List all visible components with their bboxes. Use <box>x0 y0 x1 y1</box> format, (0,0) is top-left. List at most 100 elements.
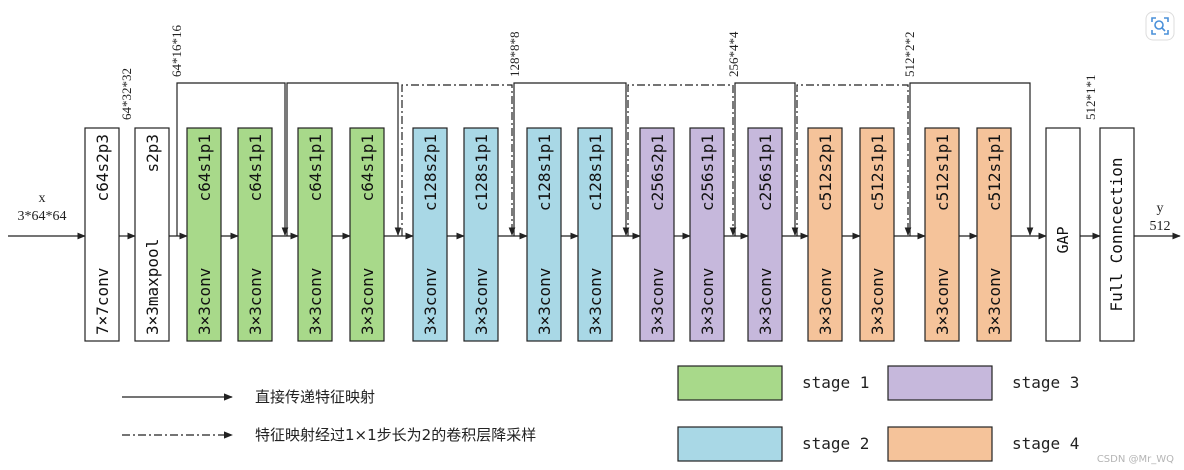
layer-block-label: 3×3conv <box>358 268 377 335</box>
layer-block-label: c128s1p1 <box>586 134 605 211</box>
layer-block-label: 3×3conv <box>195 268 214 335</box>
layer-block-label: c512s2p1 <box>816 134 835 211</box>
layer-block-label: 3×3conv <box>535 268 554 335</box>
layer-block-label: c256s1p1 <box>756 134 775 211</box>
skip-connections <box>176 82 1034 236</box>
layer-block-label: c512s1p1 <box>985 134 1004 211</box>
layer-block-rect <box>1099 127 1135 342</box>
layer-block: 7×7conv c64s2p3 <box>84 127 120 342</box>
legend-item-stage3: stage 3 <box>887 365 1079 401</box>
legend-swatch <box>677 426 783 462</box>
layer-block-label: GAP <box>1054 226 1072 253</box>
layer-block: 3×3conv c128s1p1 <box>577 127 613 342</box>
dim-label-6: 512*1*1 <box>1083 75 1098 121</box>
layer-block-rect <box>859 127 895 342</box>
dim-label-4: 256*4*4 <box>726 31 741 77</box>
legend-dashed-label: 特征映射经过1×1步长为2的卷积层降采样 <box>255 426 536 444</box>
layer-block-label: 3×3conv <box>933 268 952 335</box>
layer-block-rect <box>1045 127 1081 342</box>
layer-block-rect <box>84 127 120 342</box>
layer-block-label: 3×3conv <box>756 268 775 335</box>
dim-label-2: 64*16*16 <box>169 25 184 78</box>
layer-block-rect <box>526 127 562 342</box>
layer-block-rect <box>349 127 385 342</box>
layer-block: GAP <box>1045 127 1081 342</box>
legend-stages: stage 1 stage 3 stage 2 stage 4 <box>677 365 1079 462</box>
layer-block: 3×3conv c64s1p1 <box>297 127 333 342</box>
legend-stage-label: stage 2 <box>802 434 869 453</box>
layer-block-rect <box>297 127 333 342</box>
layer-block-label: c256s2p1 <box>648 134 667 211</box>
dim-label-3: 128*8*8 <box>507 32 522 78</box>
layer-block: 3×3conv c256s1p1 <box>747 127 783 342</box>
layer-block-rect <box>976 127 1012 342</box>
layer-blocks: 7×7conv c64s2p3 3×3maxpool s2p3 3×3conv c64s1… <box>84 127 1135 342</box>
layer-block-label: c64s1p1 <box>306 134 325 201</box>
layer-block-rect <box>689 127 725 342</box>
layer-block-label: 3×3conv <box>648 268 667 335</box>
layer-block-label: 3×3conv <box>816 268 835 335</box>
layer-block-label: 7×7conv <box>93 268 112 335</box>
layer-block-label: 3×3conv <box>421 268 440 335</box>
input-name: x <box>39 191 46 206</box>
watermark: CSDN @Mr_WQ <box>1097 454 1174 465</box>
skip-connection-identity <box>734 82 799 236</box>
layer-block-label: 3×3maxpool <box>143 239 162 335</box>
layer-block: 3×3conv c512s1p1 <box>976 127 1012 342</box>
layer-block: Full Conncection <box>1099 127 1135 342</box>
layer-block-label: c128s1p1 <box>535 134 554 211</box>
layer-block-label: 3×3conv <box>586 268 605 335</box>
skip-connection-downsample <box>796 84 912 236</box>
layer-block-rect <box>924 127 960 342</box>
legend-swatch <box>677 365 783 401</box>
layer-block-rect <box>463 127 499 342</box>
layer-block-label: 3×3conv <box>985 268 1004 335</box>
layer-block-label: c128s1p1 <box>472 134 491 211</box>
layer-block-label: c64s1p1 <box>195 134 214 201</box>
layer-block-label: 3×3conv <box>306 268 325 335</box>
output-dims: 512 <box>1150 219 1171 234</box>
layer-block-rect <box>639 127 675 342</box>
legend-item-stage1: stage 1 <box>677 365 869 401</box>
layer-block-rect <box>134 127 170 342</box>
legend-stage-label: stage 1 <box>802 373 869 392</box>
legend-solid-label: 直接传递特征映射 <box>255 388 375 406</box>
layer-block: 3×3conv c128s1p1 <box>526 127 562 342</box>
layer-block-label: Full Conncection <box>1107 157 1126 311</box>
skip-connection-identity <box>909 82 1034 236</box>
layer-block: 3×3conv c128s1p1 <box>463 127 499 342</box>
layer-block-label: 3×3conv <box>472 268 491 335</box>
layer-block-rect <box>807 127 843 342</box>
skip-connection-identity <box>176 82 289 236</box>
legend-item-stage2: stage 2 <box>677 426 869 462</box>
layer-block: 3×3conv c64s1p1 <box>186 127 222 342</box>
layer-block-label: c512s1p1 <box>933 134 952 211</box>
image-search-icon[interactable] <box>1145 11 1175 41</box>
dim-label-1: 64*32*32 <box>119 68 134 120</box>
skip-connection-identity <box>513 82 630 236</box>
legend-swatch <box>887 426 993 462</box>
layer-block-label: s2p3 <box>143 134 162 173</box>
skip-connection-downsample <box>627 84 737 236</box>
layer-block-rect <box>577 127 613 342</box>
legend-item-stage4: stage 4 <box>887 426 1079 462</box>
legend-swatch <box>887 365 993 401</box>
layer-block-label: c64s1p1 <box>246 134 265 201</box>
layer-block: 3×3maxpool s2p3 <box>134 127 170 342</box>
skip-connection-downsample <box>401 84 516 236</box>
layer-block-label: c512s1p1 <box>868 134 887 211</box>
dim-label-5: 512*2*2 <box>902 32 917 78</box>
legend-stage-label: stage 3 <box>1012 373 1079 392</box>
layer-block-label: c64s2p3 <box>93 134 112 201</box>
layer-block-label: c64s1p1 <box>358 134 377 201</box>
layer-block: 3×3conv c256s2p1 <box>639 127 675 342</box>
layer-block-rect <box>186 127 222 342</box>
layer-block: 3×3conv c64s1p1 <box>349 127 385 342</box>
layer-block: 3×3conv c512s1p1 <box>924 127 960 342</box>
layer-block-rect <box>237 127 273 342</box>
